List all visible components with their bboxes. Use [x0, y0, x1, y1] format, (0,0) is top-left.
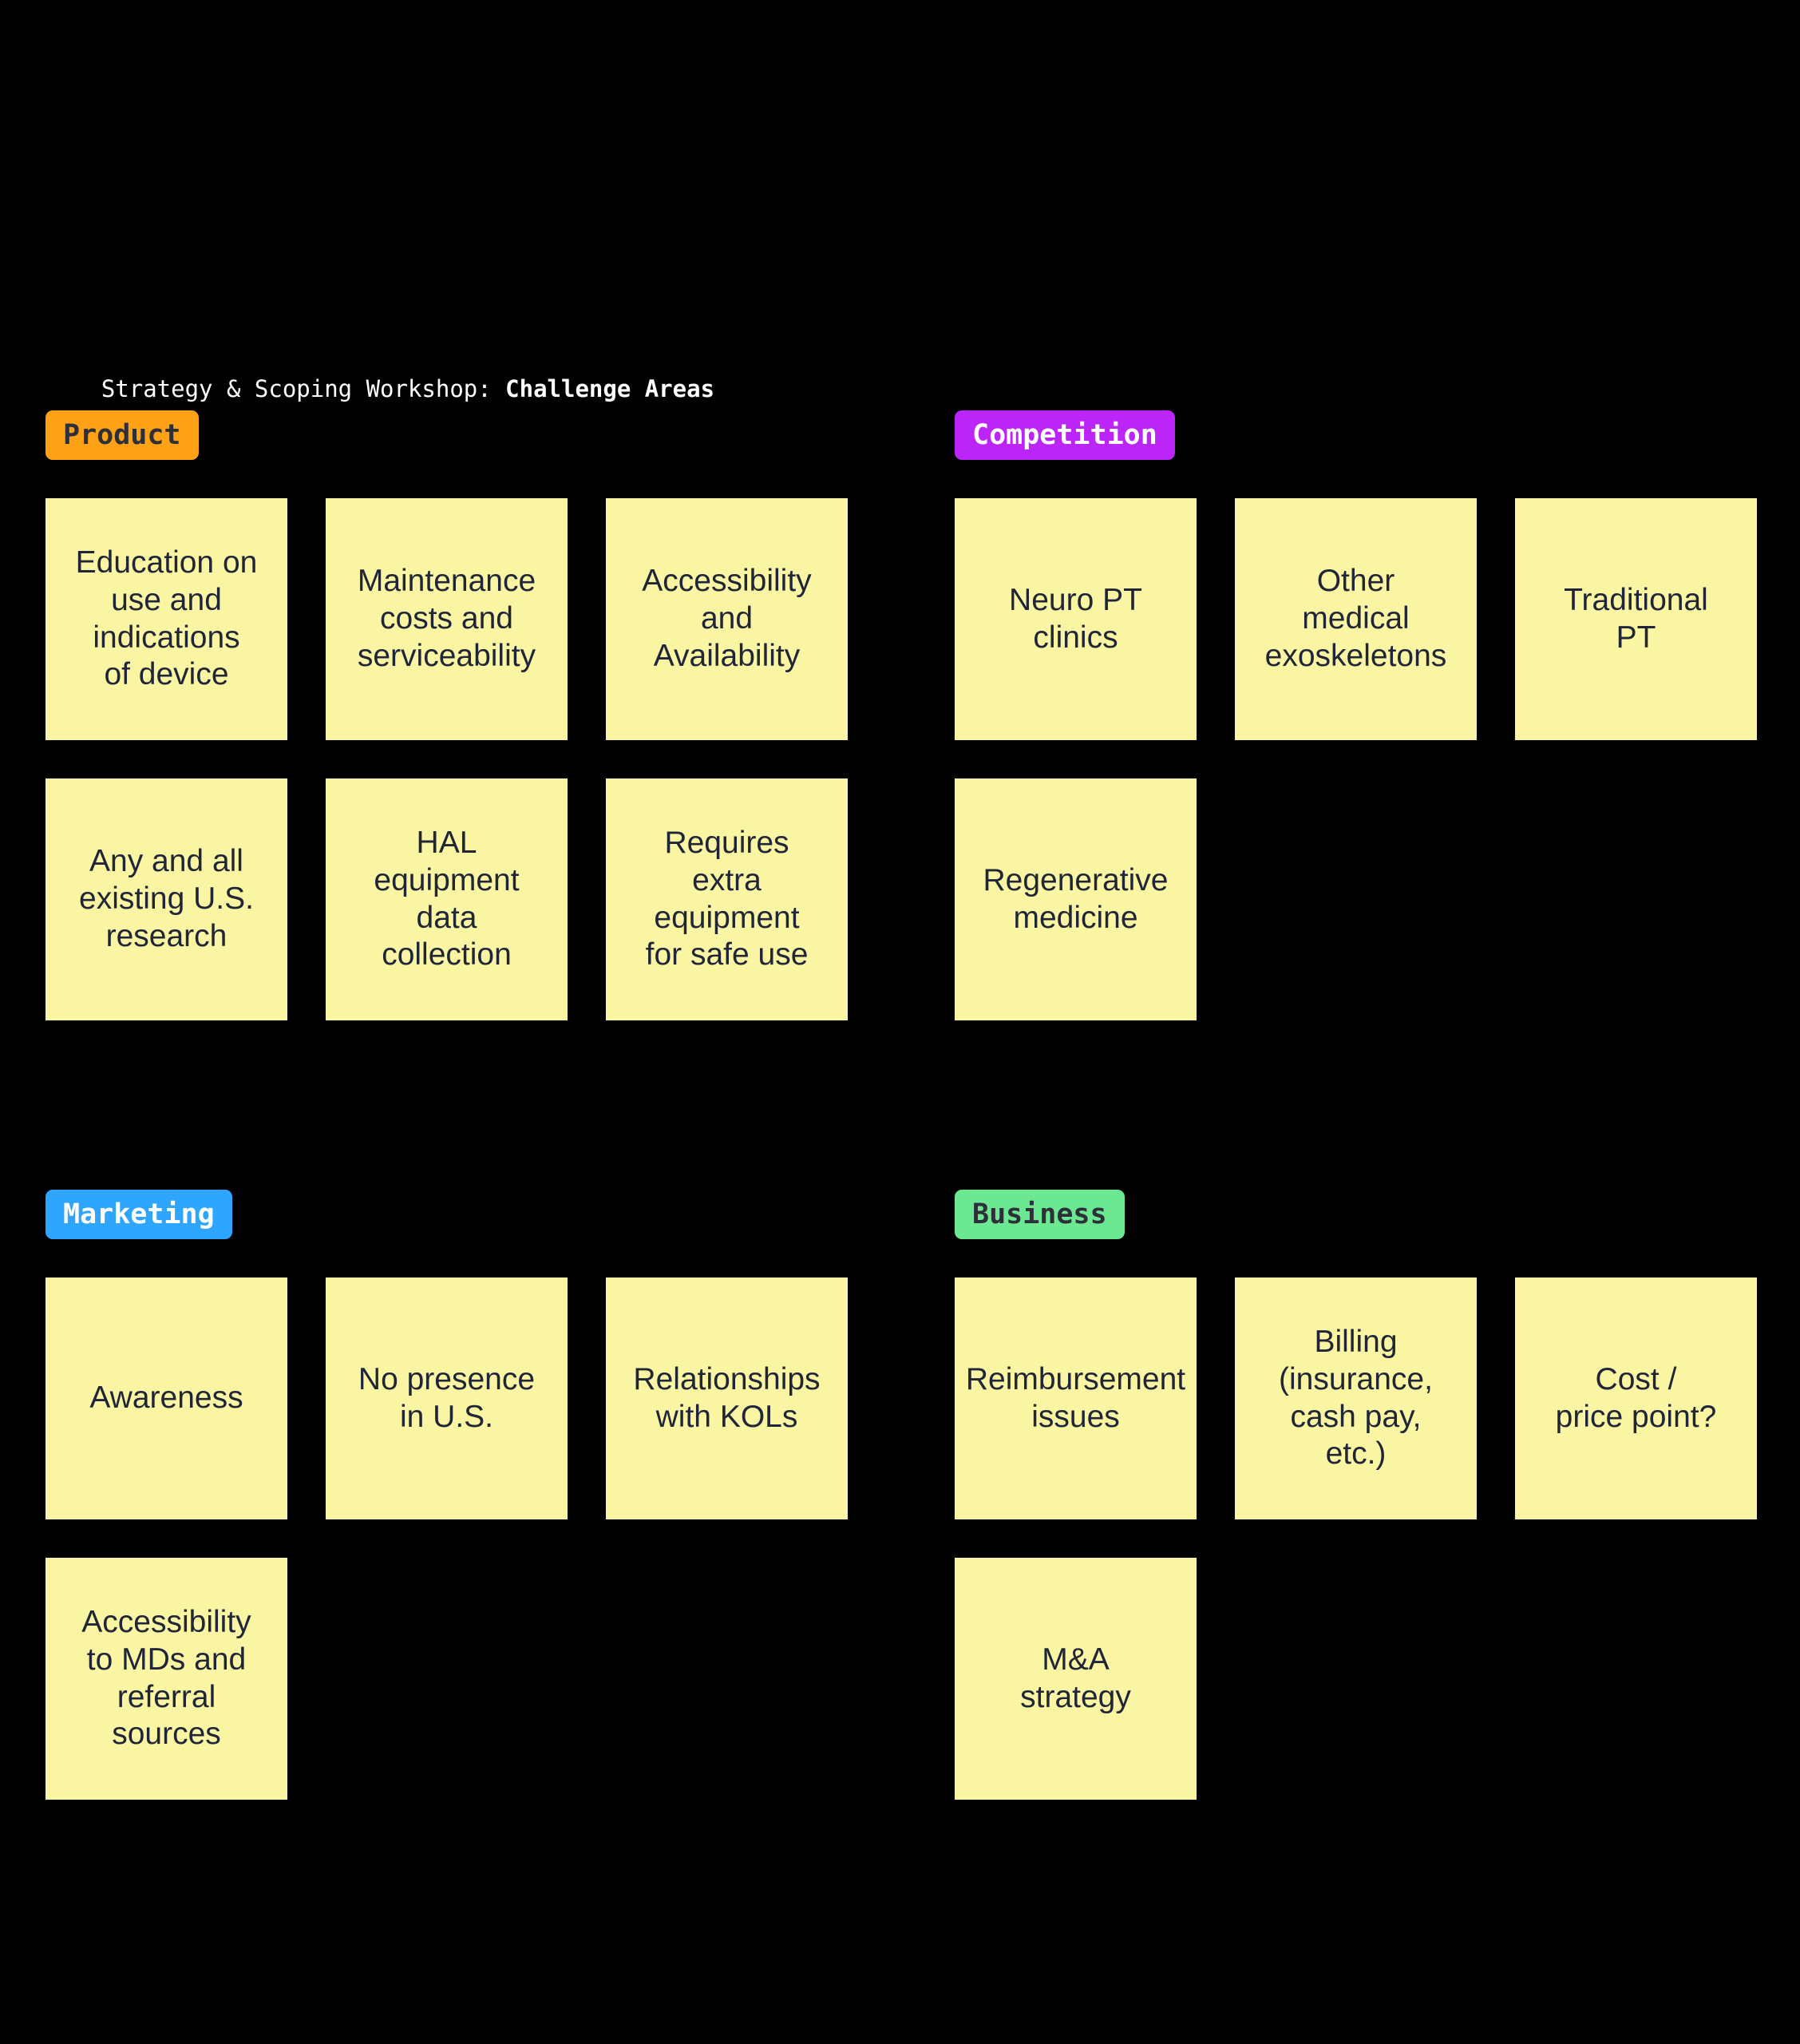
sticky-note[interactable]: Billing (insurance, cash pay, etc.)	[1235, 1278, 1477, 1519]
section-competition: Competition Neuro PT clinics Other medic…	[955, 410, 1757, 1020]
section-label-competition[interactable]: Competition	[955, 410, 1175, 460]
sticky-note[interactable]: Requires extra equipment for safe use	[606, 778, 848, 1020]
page-title[interactable]: Strategy & Scoping Workshop: Challenge A…	[45, 347, 714, 430]
page-title-prefix: Strategy & Scoping Workshop:	[101, 374, 506, 402]
sticky-grid-product: Education on use and indications of devi…	[45, 498, 848, 1020]
sticky-note[interactable]: Relationships with KOLs	[606, 1278, 848, 1519]
sticky-note[interactable]: Neuro PT clinics	[955, 498, 1197, 740]
sticky-note[interactable]: Cost / price point?	[1515, 1278, 1757, 1519]
sticky-note[interactable]: Accessibility to MDs and referral source…	[45, 1558, 287, 1800]
section-label-marketing[interactable]: Marketing	[45, 1190, 232, 1239]
sticky-note[interactable]: Regenerative medicine	[955, 778, 1197, 1020]
sticky-grid-competition: Neuro PT clinics Other medical exoskelet…	[955, 498, 1757, 1020]
sticky-grid-business: Reimbursement issues Billing (insurance,…	[955, 1278, 1757, 1800]
section-product: Product Education on use and indications…	[45, 410, 848, 1020]
section-marketing: Marketing Awareness No presence in U.S. …	[45, 1190, 848, 1800]
section-label-product[interactable]: Product	[45, 410, 199, 460]
sticky-note[interactable]: Any and all existing U.S. research	[45, 778, 287, 1020]
section-label-business[interactable]: Business	[955, 1190, 1125, 1239]
sticky-note[interactable]: Education on use and indications of devi…	[45, 498, 287, 740]
section-business: Business Reimbursement issues Billing (i…	[955, 1190, 1757, 1800]
sticky-note[interactable]: Accessibility and Availability	[606, 498, 848, 740]
sticky-note[interactable]: Awareness	[45, 1278, 287, 1519]
sticky-note[interactable]: Traditional PT	[1515, 498, 1757, 740]
sticky-note[interactable]: Maintenance costs and serviceability	[326, 498, 568, 740]
sticky-note[interactable]: HAL equipment data collection	[326, 778, 568, 1020]
sticky-note[interactable]: Reimbursement issues	[955, 1278, 1197, 1519]
sticky-note[interactable]: M&A strategy	[955, 1558, 1197, 1800]
page-title-emphasis: Challenge Areas	[505, 374, 715, 402]
sticky-note[interactable]: No presence in U.S.	[326, 1278, 568, 1519]
sticky-note[interactable]: Other medical exoskeletons	[1235, 498, 1477, 740]
sticky-grid-marketing: Awareness No presence in U.S. Relationsh…	[45, 1278, 848, 1800]
